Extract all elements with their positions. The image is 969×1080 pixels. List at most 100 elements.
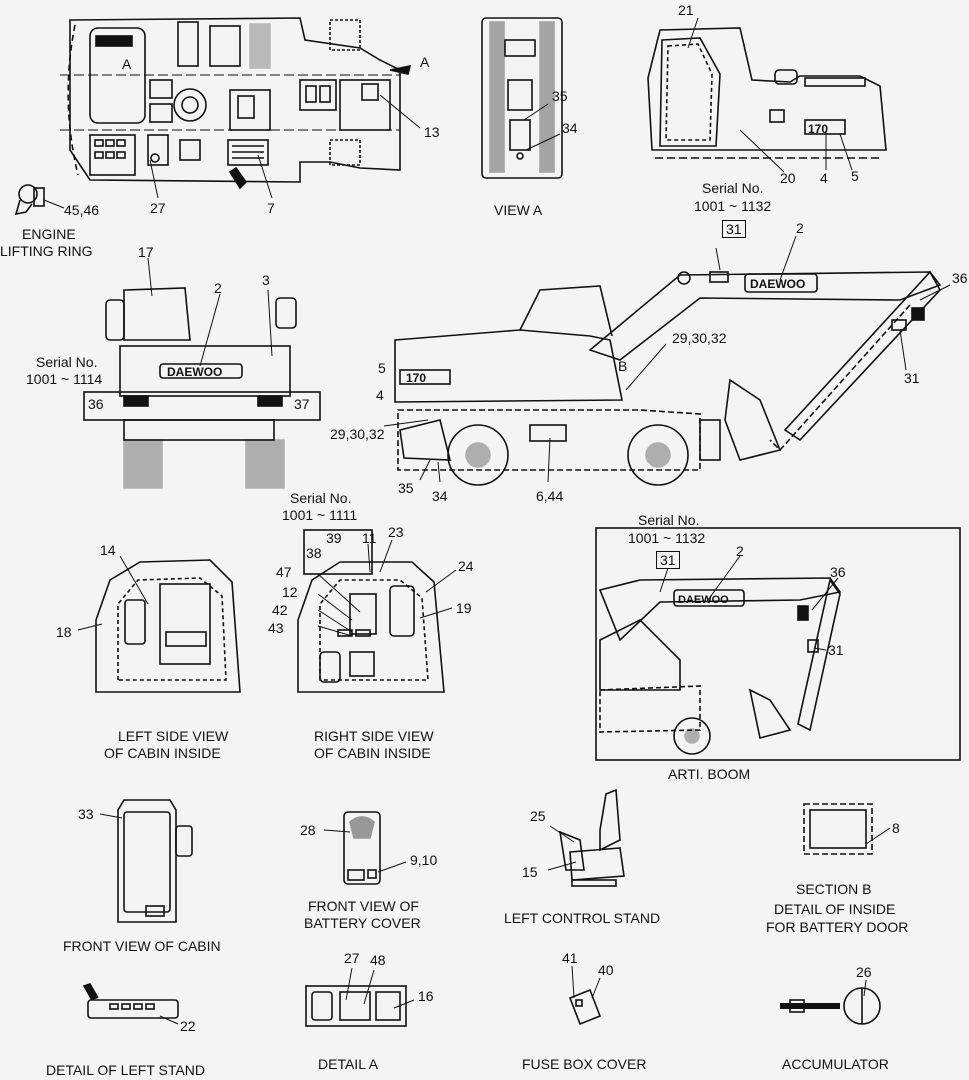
right-cabin-label-11: 11 bbox=[362, 530, 377, 546]
arti-label-36: 36 bbox=[830, 564, 846, 580]
rear-label-36: 36 bbox=[88, 396, 104, 412]
right-cabin-label-39: 39 bbox=[326, 530, 342, 546]
fuse-label-41: 41 bbox=[562, 950, 578, 966]
top-view-label-a1: A bbox=[122, 56, 132, 72]
front-cabin-caption: FRONT VIEW OF CABIN bbox=[63, 938, 221, 954]
top-view-label-27: 27 bbox=[150, 200, 166, 216]
rear-label-37: 37 bbox=[294, 396, 310, 412]
right-cabin-label-23: 23 bbox=[388, 524, 404, 540]
battery-label-28: 28 bbox=[300, 822, 316, 838]
main-label-29-30-32-lower: 29,30,32 bbox=[330, 426, 385, 442]
right-cabin-label-38: 38 bbox=[306, 545, 322, 561]
fuse-label-40: 40 bbox=[598, 962, 614, 978]
main-label-6-44: 6,44 bbox=[536, 488, 564, 504]
detail-a-drawing bbox=[305, 967, 415, 1027]
main-label-5: 5 bbox=[378, 360, 386, 376]
main-side-drawing: 170 DAEWOO bbox=[383, 235, 951, 486]
rear-serial-2: 1001 ~ 1114 bbox=[26, 371, 103, 387]
lifting-ring-caption-2: LIFTING RING bbox=[0, 243, 93, 259]
control-label-15: 15 bbox=[522, 864, 538, 880]
arti-caption: ARTI. BOOM bbox=[668, 766, 751, 782]
svg-text:170: 170 bbox=[808, 122, 828, 136]
detail-a-label-27: 27 bbox=[344, 950, 360, 966]
left-cabin-caption-2: OF CABIN INSIDE bbox=[104, 745, 221, 761]
rear-label-2: 2 bbox=[214, 280, 222, 296]
left-cabin-drawing bbox=[77, 555, 241, 693]
section-b-caption-3: FOR BATTERY DOOR bbox=[766, 919, 909, 935]
front-cabin-drawing bbox=[99, 799, 193, 923]
main-label-36: 36 bbox=[952, 270, 968, 286]
rear-label-3: 3 bbox=[262, 272, 270, 288]
upper-label-4: 4 bbox=[820, 170, 828, 186]
view-a-caption: VIEW A bbox=[494, 202, 543, 218]
upper-label-20: 20 bbox=[780, 170, 796, 186]
accumulator-caption: ACCUMULATOR bbox=[782, 1056, 889, 1072]
top-view-label-13: 13 bbox=[424, 124, 440, 140]
lifting-ring-label: 45,46 bbox=[64, 202, 100, 218]
section-b-label-8: 8 bbox=[892, 820, 900, 836]
main-label-2: 2 bbox=[796, 220, 804, 236]
accumulator-label-26: 26 bbox=[856, 964, 872, 980]
right-cabin-caption-2: OF CABIN INSIDE bbox=[314, 745, 431, 761]
arti-serial-1: Serial No. bbox=[638, 512, 700, 528]
upper-structure-drawing: 170 bbox=[647, 17, 887, 173]
lifting-ring-caption-1: ENGINE bbox=[22, 226, 76, 242]
accumulator-drawing bbox=[780, 979, 881, 1025]
control-caption: LEFT CONTROL STAND bbox=[504, 910, 661, 926]
arti-logo: DAEWOO bbox=[678, 594, 729, 606]
arti-label-31-boxed: 31 bbox=[656, 551, 680, 569]
right-cabin-label-19: 19 bbox=[456, 600, 472, 616]
lifting-ring-drawing bbox=[14, 184, 65, 216]
right-cabin-label-42: 42 bbox=[272, 602, 288, 618]
detail-a-caption: DETAIL A bbox=[318, 1056, 378, 1072]
right-cabin-label-43: 43 bbox=[268, 620, 284, 636]
right-cabin-serial-2: 1001 ~ 1111 bbox=[282, 507, 358, 523]
main-label-31: 31 bbox=[904, 370, 920, 386]
right-cabin-caption-1: RIGHT SIDE VIEW bbox=[314, 728, 434, 744]
right-cabin-label-24: 24 bbox=[458, 558, 474, 574]
top-view-label-7: 7 bbox=[267, 200, 275, 216]
main-label-31-boxed: 31 bbox=[722, 220, 746, 238]
left-stand-detail-drawing bbox=[82, 983, 179, 1025]
main-label-b: B bbox=[618, 358, 628, 374]
main-label-34: 34 bbox=[432, 488, 448, 504]
section-b-caption-1: SECTION B bbox=[796, 881, 872, 897]
view-a-label-34: 34 bbox=[562, 120, 578, 136]
arti-label-2: 2 bbox=[736, 543, 744, 559]
fuse-box-drawing bbox=[568, 965, 602, 1026]
view-a-drawing bbox=[481, 17, 563, 179]
upper-label-5: 5 bbox=[851, 168, 859, 184]
right-cabin-serial-1: Serial No. bbox=[290, 490, 352, 506]
left-cabin-label-18: 18 bbox=[56, 624, 72, 640]
fuse-caption: FUSE BOX COVER bbox=[522, 1056, 647, 1072]
battery-caption-2: BATTERY COVER bbox=[304, 915, 421, 931]
control-label-25: 25 bbox=[530, 808, 546, 824]
upper-label-21: 21 bbox=[678, 2, 694, 18]
battery-caption-1: FRONT VIEW OF bbox=[308, 898, 419, 914]
detail-a-label-16: 16 bbox=[418, 988, 434, 1004]
main-label-35: 35 bbox=[398, 480, 414, 496]
view-a-label-35: 35 bbox=[552, 88, 568, 104]
left-stand-label-22: 22 bbox=[180, 1018, 196, 1034]
front-cabin-label-33: 33 bbox=[78, 806, 94, 822]
section-b-caption-2: DETAIL OF INSIDE bbox=[774, 901, 896, 917]
top-view-label-a2: A bbox=[420, 54, 430, 70]
main-label-29-30-32-upper: 29,30,32 bbox=[672, 330, 727, 346]
battery-cover-drawing bbox=[323, 811, 407, 885]
detail-a-label-48: 48 bbox=[370, 952, 386, 968]
svg-text:170: 170 bbox=[406, 371, 426, 385]
rear-logo: DAEWOO bbox=[167, 365, 222, 379]
rear-serial-1: Serial No. bbox=[36, 354, 98, 370]
arti-boom-drawing: DAEWOO bbox=[595, 527, 961, 761]
main-serial-2: 1001 ~ 1132 bbox=[694, 198, 772, 214]
right-cabin-drawing bbox=[297, 529, 457, 693]
left-control-stand-drawing bbox=[547, 788, 625, 887]
left-stand-caption: DETAIL OF LEFT STAND bbox=[46, 1062, 205, 1078]
left-cabin-caption-1: LEFT SIDE VIEW bbox=[118, 728, 229, 744]
main-label-4: 4 bbox=[376, 387, 384, 403]
right-cabin-label-12: 12 bbox=[282, 584, 298, 600]
arti-label-31: 31 bbox=[828, 642, 844, 658]
left-cabin-label-14: 14 bbox=[100, 542, 116, 558]
